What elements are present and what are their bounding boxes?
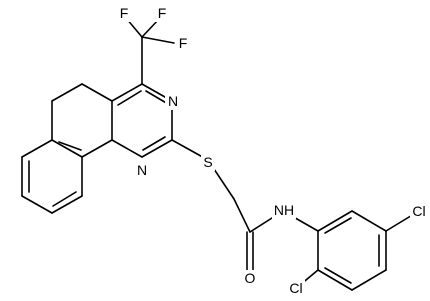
bond-c2-n1	[141, 139, 173, 158]
atom-nh-label: NH	[274, 202, 294, 218]
atom-cl1: Cl	[410, 203, 428, 220]
atom-f3-label: F	[179, 35, 188, 51]
bond-c10-c9	[51, 195, 83, 214]
atom-n3: N	[165, 93, 181, 110]
bond-cf3-f3	[141, 36, 175, 44]
bond-ch2-co	[233, 198, 251, 233]
bond-ar1-ar2-inner	[324, 217, 352, 234]
atom-f2-label: F	[158, 5, 167, 21]
atom-cl2-label: Cl	[289, 280, 302, 296]
bond-c4a-c4	[111, 83, 143, 102]
atom-f1-label: F	[120, 5, 129, 21]
atom-cl1-label: Cl	[412, 203, 425, 219]
atom-f1: F	[117, 5, 131, 22]
atom-labels: F F F N N S NH O	[117, 5, 428, 297]
atom-f2: F	[155, 5, 169, 22]
bond-c2-n1-inner	[142, 136, 166, 151]
atom-o-label: O	[245, 270, 256, 286]
bond-c10-c9-inner	[52, 191, 77, 207]
bond-c9-c8	[21, 195, 53, 214]
bond-c6a-c10a	[51, 139, 83, 158]
atom-n3-label: N	[168, 93, 178, 109]
atom-o: O	[242, 270, 258, 287]
bond-n1-c10b	[111, 139, 143, 158]
atom-n1: N	[134, 162, 150, 179]
bond-c10a-c10b	[81, 139, 113, 158]
bond-ar2-ar3	[351, 210, 387, 232]
atom-n1-label: N	[137, 162, 147, 178]
atom-s-label: S	[203, 154, 212, 170]
bond-c4-n3-inner	[145, 90, 169, 105]
bond-ar4-ar5	[351, 269, 387, 291]
bond-c5-c6	[51, 83, 83, 102]
atom-cl2: Cl	[287, 280, 305, 297]
bond-ar1-ar2	[317, 210, 353, 232]
bond-c4a-c4-inner	[117, 90, 142, 106]
bond-c6a-c10a-inner	[58, 141, 82, 151]
atom-f3: F	[176, 35, 190, 52]
atom-nh: NH	[272, 202, 296, 219]
bond-c4a-c5	[81, 83, 113, 102]
bond-c7-c6a	[21, 139, 53, 158]
bond-ar5-ar6-inner	[324, 267, 352, 284]
bond-ar3-cl	[385, 213, 415, 232]
bond-ar5-ar6	[317, 269, 353, 291]
atom-s: S	[201, 154, 215, 171]
bond-lines	[21, 17, 415, 291]
